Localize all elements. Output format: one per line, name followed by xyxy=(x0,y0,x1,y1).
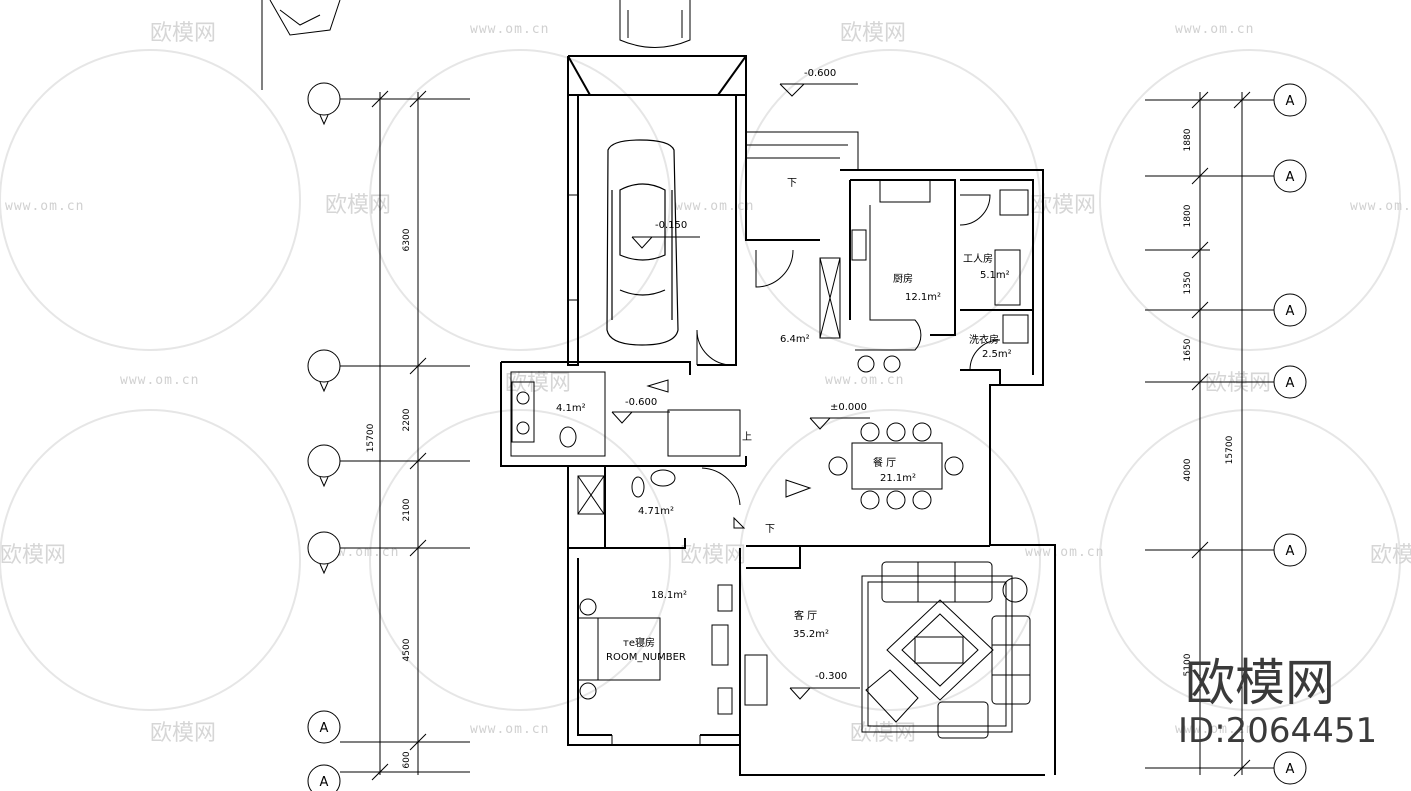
doors xyxy=(568,194,1001,746)
right-axis-bubbles xyxy=(1273,83,1307,785)
room-name-living: 客 厅 xyxy=(794,609,817,622)
car-top-symbol xyxy=(619,0,691,48)
watermark-brand: 欧模网 xyxy=(150,21,216,46)
level-living: -0.300 xyxy=(815,671,847,682)
corner-logo: 欧模网 xyxy=(1185,654,1335,712)
room-name-dining: 餐 厅 xyxy=(873,456,896,469)
watermark-url: www.om.cn xyxy=(470,22,549,37)
level-dining: ±0.000 xyxy=(830,402,867,413)
room-name-bedroom: тe寝房 xyxy=(623,636,655,649)
watermark-brand: 欧模网 xyxy=(840,21,906,46)
room-area-bath2: 4.71m² xyxy=(638,506,674,517)
right-dimension-chain xyxy=(1145,91,1275,777)
dim-right-3: 1350 xyxy=(1183,271,1193,294)
watermark-url: www.om.cn xyxy=(675,199,754,214)
level-garage: -0.150 xyxy=(655,220,687,231)
note-down: 下 xyxy=(765,524,775,535)
watermark-url: www.om.cn xyxy=(1025,545,1104,560)
walls xyxy=(500,55,1056,776)
dim-right-1: 1880 xyxy=(1183,128,1193,151)
room-area-bedroom: 18.1m² xyxy=(651,590,687,601)
room-area-living: 35.2m² xyxy=(793,629,829,640)
dining-set xyxy=(828,422,964,510)
watermark-brand: 欧模网 xyxy=(850,721,916,746)
watermark-url: www.om.cn xyxy=(825,373,904,388)
axis-label-left: A xyxy=(320,775,329,790)
watermark-url: www.om.cn xyxy=(470,722,549,737)
left-axis-bubbles xyxy=(307,82,341,791)
dim-left-3: 2100 xyxy=(402,498,412,521)
tree-symbol xyxy=(261,0,341,90)
watermark-brand: 欧模网 xyxy=(505,371,571,396)
dim-left-2: 2200 xyxy=(402,408,412,431)
corner-id: ID:2064451 xyxy=(1178,711,1377,751)
note-down: 下 xyxy=(787,178,797,189)
watermark-url: www.om.cn xyxy=(5,199,84,214)
room-area-laundry: 2.5m² xyxy=(982,349,1012,360)
watermark-brand: 欧模网 xyxy=(0,543,66,568)
watermark-layer: 欧模网 欧模网 欧模网 欧模网 欧模网 欧模网 欧模网 欧模网 欧模网 欧模网 … xyxy=(0,21,1411,746)
room-name-servant: 工人房 xyxy=(963,252,993,265)
watermark-brand: 欧模网 xyxy=(325,193,391,218)
watermark-brand: 欧模网 xyxy=(1205,371,1271,396)
axis-label-left: A xyxy=(320,721,329,736)
dim-left-4: 4500 xyxy=(402,638,412,661)
room-name-laundry: 洗衣房 xyxy=(969,333,999,346)
room-area-hall: 6.4m² xyxy=(780,334,810,345)
level-markers xyxy=(611,83,870,700)
bedroom-furniture xyxy=(577,584,733,715)
room-area-kitchen: 12.1m² xyxy=(905,292,941,303)
room-area-servant: 5.1m² xyxy=(980,270,1010,281)
dim-right-4: 1650 xyxy=(1183,338,1193,361)
room-area-bath1: 4.1m² xyxy=(556,403,586,414)
dim-right-6: 5100 xyxy=(1183,653,1193,676)
axis-label-right: A xyxy=(1286,94,1295,109)
dim-right-total: 15700 xyxy=(1225,435,1235,464)
room-area-dining: 21.1m² xyxy=(880,473,916,484)
level-outdoor: -0.600 xyxy=(804,68,836,79)
dim-left-1: 6300 xyxy=(402,228,412,251)
watermark-url: www.om.cn xyxy=(1350,199,1411,214)
car-symbol xyxy=(606,139,679,346)
watermark-url: www.om.cn xyxy=(1175,22,1254,37)
watermark-url: www.om.cn xyxy=(120,373,199,388)
room-tag-bedroom: ROOM_NUMBER xyxy=(606,652,686,663)
watermark-brand: 欧模网 xyxy=(1030,193,1096,218)
axis-label-right: A xyxy=(1286,376,1295,391)
watermark-brand: 欧模网 xyxy=(150,721,216,746)
watermark-url: www.om.cn xyxy=(1175,722,1254,737)
axis-label-right: A xyxy=(1286,762,1295,777)
dim-left-total: 15700 xyxy=(366,423,376,452)
bathroom-fixtures xyxy=(511,189,1029,515)
level-stair: -0.600 xyxy=(625,397,657,408)
axis-label-right: A xyxy=(1286,544,1295,559)
watermark-brand: 欧模网 xyxy=(1370,543,1411,568)
living-room-furniture xyxy=(744,561,1031,739)
dim-right-2: 1800 xyxy=(1183,204,1193,227)
watermark-brand: 欧模网 xyxy=(680,543,746,568)
note-up: 上 xyxy=(742,431,752,443)
axis-label-right: A xyxy=(1286,170,1295,185)
axis-label-right: A xyxy=(1286,304,1295,319)
dim-left-5: 600 xyxy=(402,751,412,768)
left-dimension-chain xyxy=(340,90,470,781)
dim-right-5: 4000 xyxy=(1183,458,1193,481)
kitchen-fixtures xyxy=(819,179,931,373)
room-name-kitchen: 厨房 xyxy=(893,272,913,285)
